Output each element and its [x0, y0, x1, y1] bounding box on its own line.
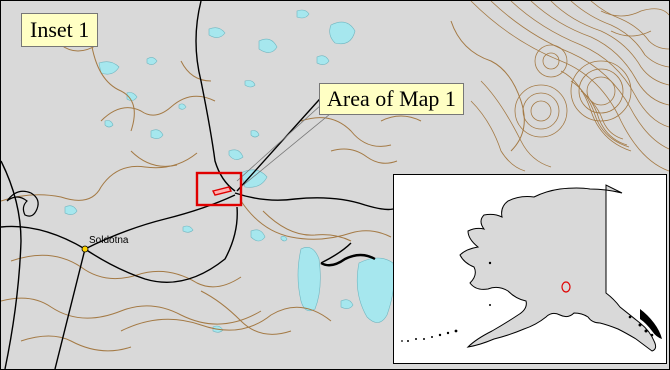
study-area-outline — [211, 186, 233, 196]
lakes — [62, 9, 395, 333]
area-callout: Area of Map 1 — [319, 83, 464, 116]
alaska-silhouette — [401, 184, 662, 352]
callout-leader — [236, 104, 342, 188]
southeast-panhandle — [640, 309, 662, 339]
roads — [1, 1, 394, 369]
bay-outline — [6, 190, 39, 217]
river — [320, 253, 376, 267]
alaska-locator-map — [393, 174, 667, 364]
soldotna-label: Soldotna — [89, 235, 129, 246]
aleutian-islands — [401, 261, 654, 342]
mountain-contours — [470, 1, 669, 172]
locator-highlight — [561, 281, 571, 293]
map1-extent-box — [195, 171, 243, 207]
contour-lines — [1, 20, 525, 352]
soldotna-marker — [81, 245, 89, 253]
inset-title: Inset 1 — [21, 13, 99, 48]
